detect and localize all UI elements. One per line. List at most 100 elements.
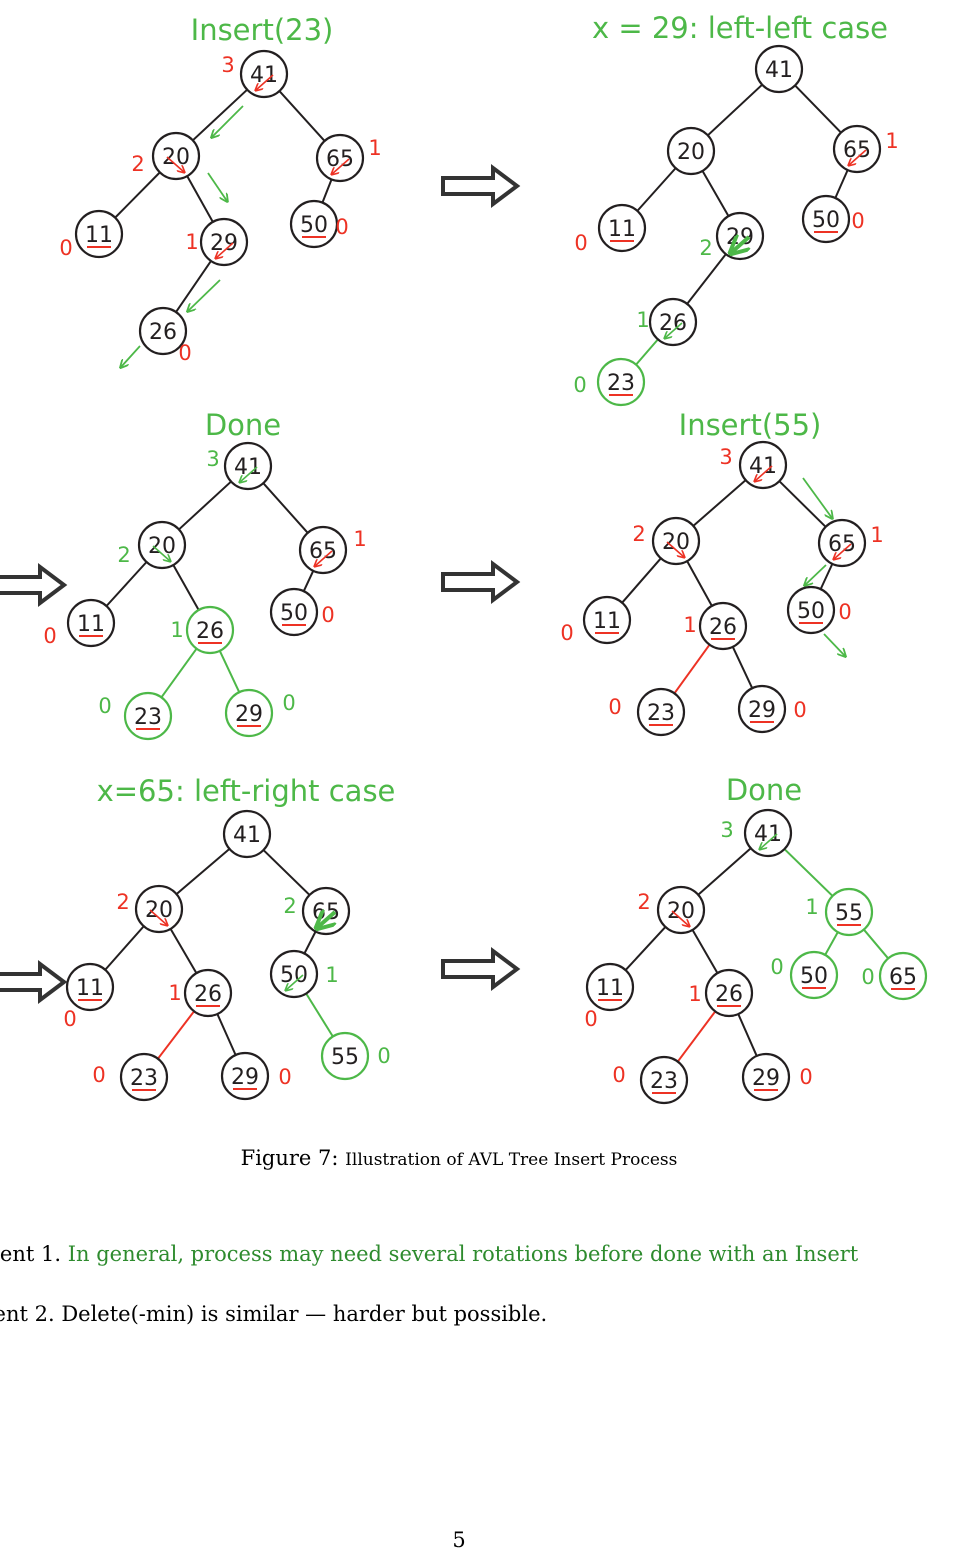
node-label: 23: [650, 1069, 678, 1094]
panel-1-edge: [186, 175, 214, 223]
node-circle: [151, 131, 201, 181]
panel-1-edge: [192, 88, 248, 142]
panel-4-edge: [692, 479, 747, 527]
balance-arrow-icon: [332, 158, 350, 174]
node-circle: [269, 949, 319, 999]
panel-3-node-26: 261: [170, 605, 235, 655]
balance-factor: 0: [584, 1007, 597, 1031]
node-circle: [138, 306, 188, 356]
panel-1-node-26: 260: [138, 306, 192, 365]
panel-3-node-23: 230: [98, 691, 173, 741]
node-label: 29: [748, 698, 776, 723]
panel-3-node-41: 413: [206, 441, 273, 491]
balance-arrow-icon: [666, 541, 684, 557]
balance-arrow-icon: [665, 322, 683, 338]
panel-5-node-26: 261: [168, 968, 233, 1018]
panel-1-path-arrow: [212, 105, 244, 137]
node-circle: [639, 1055, 689, 1105]
panel-1-path-arrow: [207, 172, 227, 201]
panel-6-edge: [737, 1013, 758, 1057]
node-label: 26: [709, 615, 737, 640]
panel-3-edge: [218, 650, 241, 693]
panel-2-edge: [834, 169, 849, 199]
panel-3-edge: [105, 561, 148, 607]
node-circle: [119, 1052, 169, 1102]
node-circle: [582, 595, 632, 645]
panel-5-edge: [305, 993, 334, 1037]
node-label: 11: [596, 976, 624, 1001]
node-circle: [704, 968, 754, 1018]
balance-arrow-icon: [760, 833, 778, 849]
balance-factor: 0: [63, 1007, 76, 1031]
node-label: 29: [752, 1066, 780, 1091]
panel-4-edge: [778, 480, 827, 528]
balance-factor: 0: [770, 955, 783, 979]
node-label: 11: [608, 217, 636, 242]
node-label: 65: [828, 532, 856, 557]
panel-6-edge: [863, 928, 889, 960]
node-label: 50: [280, 963, 308, 988]
panel-6-edge: [824, 931, 839, 956]
node-circle: [651, 516, 701, 566]
node-label: 41: [234, 455, 262, 480]
node-label: 50: [800, 964, 828, 989]
node-circle: [220, 1051, 270, 1101]
panel-6-edge: [691, 929, 719, 974]
balance-arrow-icon: [216, 242, 234, 258]
node-label: 29: [210, 231, 238, 256]
panel-6-edge: [624, 926, 667, 971]
balance-factor: 3: [720, 818, 733, 842]
balance-factor: 1: [885, 129, 898, 153]
node-label: 26: [659, 311, 687, 336]
node-circle: [65, 962, 115, 1012]
node-label: 20: [667, 899, 695, 924]
panel-2-edge: [707, 83, 763, 137]
balance-arrow-icon: [755, 465, 773, 481]
node-label: 20: [148, 534, 176, 559]
node-label: 41: [754, 822, 782, 847]
panel-1-edge: [278, 90, 326, 142]
node-label: 26: [194, 982, 222, 1007]
balance-factor: 1: [805, 895, 818, 919]
panel-4-edge: [819, 563, 834, 590]
node-circle: [585, 962, 635, 1012]
panel-5-edge: [169, 928, 198, 974]
panel-4-node-20: 202: [632, 516, 701, 566]
balance-factor: 0: [43, 624, 56, 648]
balance-factor: 0: [377, 1044, 390, 1068]
balance-factor: 1: [325, 963, 338, 987]
node-circle: [737, 684, 787, 734]
panel-4-node-23: 230: [608, 687, 686, 737]
panel-5-node-20: 20 2: [116, 884, 184, 934]
panel-6-edge: [676, 1010, 717, 1063]
balance-arrow-icon: [834, 543, 852, 559]
panel-5-node-41: 41: [222, 809, 272, 859]
node-label: 20: [145, 898, 173, 923]
node-circle: [199, 217, 249, 267]
balance-factor: 0: [793, 698, 806, 722]
node-circle: [224, 688, 274, 738]
panel-4-title: Insert(55): [679, 408, 822, 442]
balance-factor: 2: [116, 890, 129, 914]
panel-2-title: x = 29: left-left case: [592, 11, 888, 45]
panel-4-node-29: 29 0: [737, 684, 807, 734]
panel-1-node-11: 110: [59, 209, 124, 260]
node-circle: [298, 525, 348, 575]
balance-factor: 0: [178, 341, 191, 365]
panel-2-edge: [686, 253, 727, 305]
balance-factor: 0: [574, 231, 587, 255]
node-label: 65: [889, 965, 917, 990]
panel-1-edge: [175, 260, 212, 313]
panel-1-path-arrow: [188, 279, 221, 311]
panel-6-node-23: 230: [612, 1055, 689, 1105]
panel-5-edge: [262, 849, 311, 896]
panel-6-node-11: 110: [584, 962, 635, 1031]
node-circle: [656, 885, 706, 935]
